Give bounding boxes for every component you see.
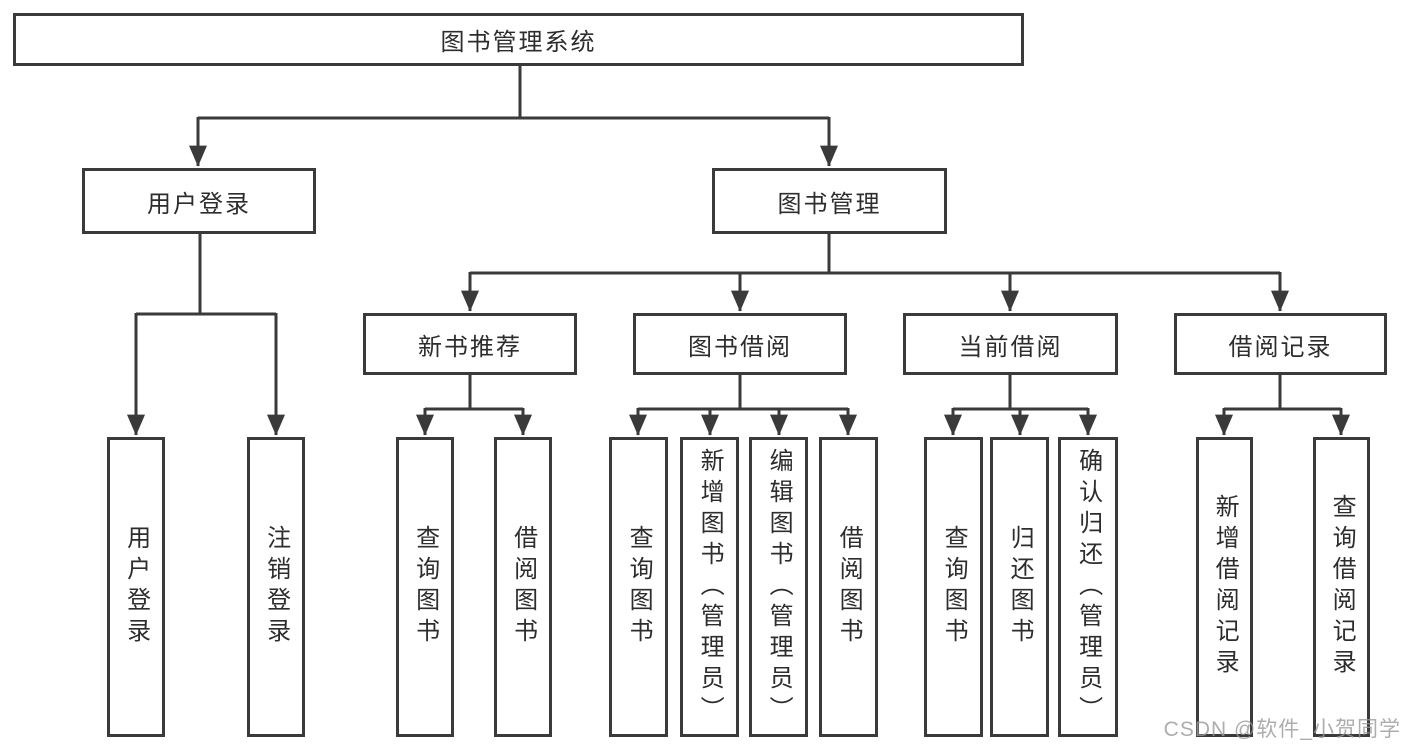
- edge-book-management-children: [461, 234, 1289, 312]
- leaf-add-books-admin: 新增图书（管理员）: [680, 437, 739, 737]
- node-label: 注销登录: [262, 525, 290, 649]
- csdn-watermark: CSDN @软件_小贺同学: [1163, 718, 1401, 741]
- leaf-borrow-books-recommend: 借阅图书: [494, 437, 552, 737]
- node-label: 新增图书（管理员）: [696, 447, 724, 727]
- node-label: 借阅图书: [835, 525, 863, 649]
- node-label: 图书管理: [777, 190, 882, 218]
- node-label: 新书推荐: [418, 333, 522, 361]
- node-label: 编辑图书（管理员）: [765, 447, 793, 727]
- node-current-borrowing: 当前借阅: [903, 313, 1118, 375]
- node-label: 借阅图书: [509, 525, 537, 649]
- leaf-query-books-current: 查询图书: [924, 437, 983, 737]
- node-new-book-recommendation: 新书推荐: [363, 313, 577, 375]
- node-book-borrowing: 图书借阅: [633, 313, 847, 375]
- node-label: 查询图书: [411, 525, 439, 649]
- node-library-system: 图书管理系统: [13, 13, 1024, 66]
- leaf-logout-login: 注销登录: [247, 437, 305, 737]
- edge-new-book-recommendation-children: [416, 375, 532, 436]
- leaf-borrow-books-borrow: 借阅图书: [819, 437, 878, 737]
- leaf-query-borrow-record: 查询借阅记录: [1313, 437, 1370, 737]
- node-label: 确认归还（管理员）: [1074, 447, 1102, 727]
- edge-book-borrowing-children: [629, 375, 857, 436]
- leaf-query-books-recommend: 查询图书: [396, 437, 454, 737]
- node-borrowing-records: 借阅记录: [1174, 313, 1387, 375]
- node-book-management: 图书管理: [712, 168, 947, 234]
- edge-user-login-children: [127, 234, 285, 436]
- leaf-add-borrow-record: 新增借阅记录: [1196, 437, 1253, 737]
- node-label: 新增借阅记录: [1211, 494, 1239, 680]
- node-label: 用户登录: [147, 190, 251, 218]
- node-label: 查询图书: [940, 525, 968, 649]
- edge-current-borrowing-children: [944, 375, 1097, 436]
- node-label: 查询图书: [625, 525, 653, 649]
- leaf-edit-books-admin: 编辑图书（管理员）: [749, 437, 808, 737]
- node-label: 查询借阅记录: [1328, 494, 1356, 680]
- leaf-user-login: 用户登录: [107, 437, 165, 737]
- node-user-login: 用户登录: [82, 168, 316, 234]
- node-label: 当前借阅: [958, 333, 1063, 361]
- edge-root-to-level2: [189, 66, 838, 167]
- node-label: 用户登录: [122, 525, 150, 649]
- node-label: 图书借阅: [688, 333, 792, 361]
- node-label: 归还图书: [1006, 525, 1034, 649]
- edge-borrowing-records-children: [1215, 375, 1350, 436]
- leaf-confirm-return-admin: 确认归还（管理员）: [1058, 437, 1118, 737]
- node-label: 图书管理系统: [440, 29, 597, 56]
- leaf-return-books: 归还图书: [990, 437, 1049, 737]
- leaf-query-books-borrow: 查询图书: [609, 437, 668, 737]
- node-label: 借阅记录: [1228, 333, 1333, 361]
